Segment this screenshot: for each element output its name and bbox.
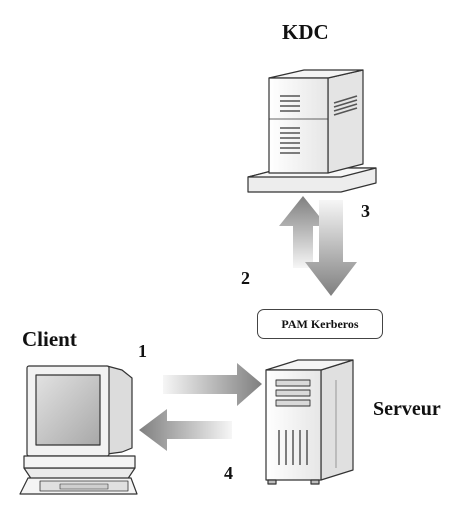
pam-kerberos-label: PAM Kerberos bbox=[281, 316, 359, 331]
client-label: Client bbox=[22, 327, 77, 351]
step-4-arrow-left bbox=[139, 409, 232, 451]
step-1-arrow-right bbox=[163, 363, 262, 406]
kdc-server-icon bbox=[247, 69, 377, 193]
desktop-computer-icon bbox=[19, 365, 138, 495]
step-3-arrow-down bbox=[305, 200, 357, 296]
kdc-label: KDC bbox=[282, 20, 329, 44]
step-2-arrow-up bbox=[279, 196, 327, 268]
step-3-number: 3 bbox=[361, 201, 370, 221]
step-1-number: 1 bbox=[138, 341, 147, 361]
step-4-number: 4 bbox=[224, 463, 233, 483]
server-tower-icon bbox=[265, 359, 354, 485]
server-label: Serveur bbox=[373, 398, 441, 420]
step-2-number: 2 bbox=[241, 268, 250, 288]
pam-kerberos-box: PAM Kerberos bbox=[257, 309, 383, 339]
